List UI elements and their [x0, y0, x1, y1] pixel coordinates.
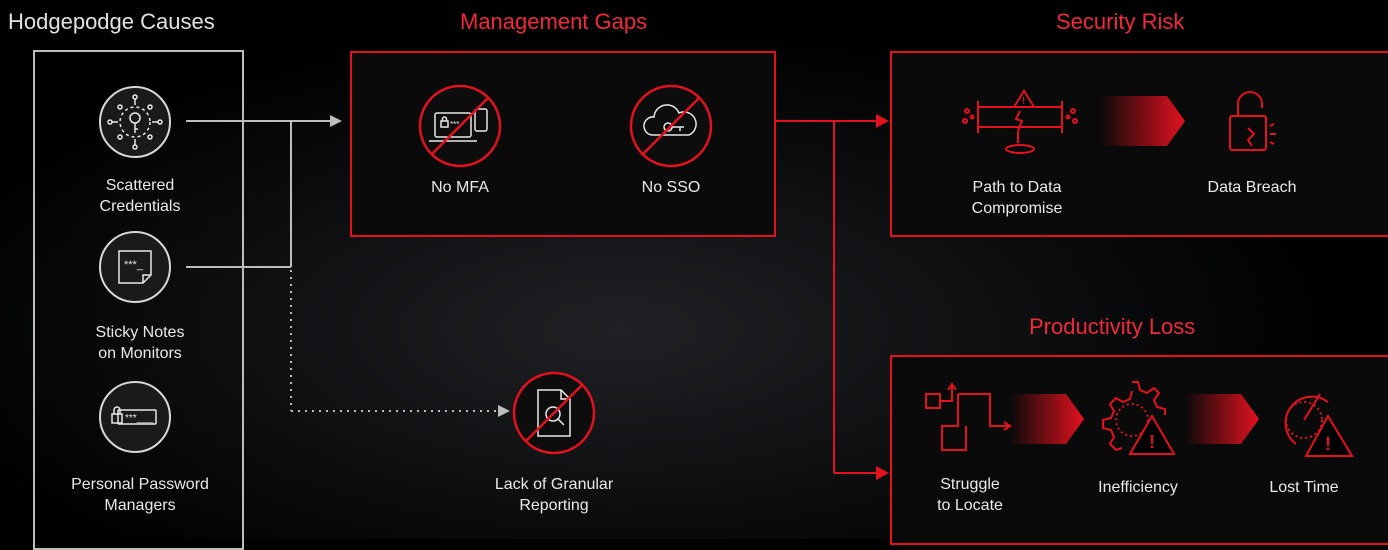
- gray-arrowhead: [330, 115, 342, 127]
- risk-panel: [890, 51, 1388, 237]
- svg-text:!: !: [1149, 432, 1155, 452]
- loss-label-lost-time: Lost Time: [1269, 479, 1339, 496]
- red-arrowhead: [876, 114, 889, 128]
- password-field-icon: ***___: [99, 381, 171, 453]
- chevron-arrow: [1185, 394, 1259, 444]
- loss-label-struggle: Struggle to Locate: [937, 476, 1003, 514]
- chevron-arrow: [1010, 394, 1084, 444]
- cause-label-personal: Personal Password Managers: [71, 476, 209, 514]
- svg-text:***: ***: [450, 120, 459, 129]
- gray-arrowhead: [498, 405, 510, 417]
- pipe-leak-icon: !: [962, 89, 1078, 154]
- cause-label-sticky: Sticky Notes on Monitors: [95, 324, 185, 362]
- no-mfa-icon: ***: [418, 84, 502, 168]
- chevron-arrow: [1100, 96, 1185, 146]
- loss-label-inefficiency: Inefficiency: [1098, 479, 1178, 496]
- gap-label-mfa: No MFA: [431, 179, 489, 196]
- loss-heading: Productivity Loss: [1029, 314, 1196, 339]
- risk-heading: Security Risk: [1056, 9, 1185, 34]
- gear-warning-icon: !: [1102, 381, 1176, 455]
- red-connector: [776, 120, 878, 474]
- no-report-icon: [512, 371, 596, 455]
- causes-heading: Hodgepodge Causes: [8, 9, 215, 34]
- sticky-note-icon: ***_: [99, 231, 171, 303]
- svg-text:!: !: [1022, 96, 1025, 107]
- key-network-icon: [99, 86, 171, 158]
- reporting-label: Lack of Granular Reporting: [494, 476, 614, 514]
- risk-label-breach: Data Breach: [1207, 179, 1297, 196]
- gray-connector: [186, 120, 330, 268]
- no-sso-icon: [629, 84, 713, 168]
- cause-label-scattered: Scattered Credentials: [99, 177, 181, 215]
- gap-label-sso: No SSO: [641, 179, 701, 196]
- gaps-heading: Management Gaps: [460, 9, 648, 34]
- red-arrowhead: [876, 466, 889, 480]
- maze-path-icon: [925, 382, 1012, 451]
- clock-warning-icon: !: [1284, 393, 1354, 457]
- risk-label-path: Path to Data Compromise: [971, 179, 1063, 217]
- broken-lock-icon: [1229, 91, 1276, 151]
- svg-text:***___: ***___: [125, 413, 154, 424]
- svg-text:***_: ***_: [124, 259, 144, 271]
- svg-text:!: !: [1325, 434, 1331, 454]
